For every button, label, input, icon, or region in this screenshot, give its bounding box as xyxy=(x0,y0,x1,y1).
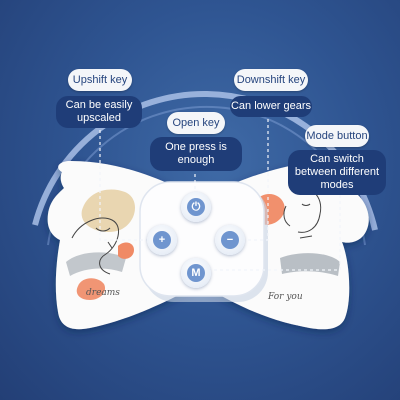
mode-icon: M xyxy=(187,264,205,282)
power-button[interactable]: ⏻ xyxy=(181,192,211,222)
orange-blob-left-2 xyxy=(118,242,134,259)
upshift-key-desc: Can be easily upscaled xyxy=(56,96,142,128)
pad-text-right: For you xyxy=(268,292,303,302)
pad-text-left: dreams xyxy=(86,288,120,298)
plus-icon: + xyxy=(153,231,171,249)
downshift-key-title: Downshift key xyxy=(234,69,308,91)
orange-blob-left xyxy=(76,278,106,300)
upshift-key-title: Upshift key xyxy=(68,69,132,91)
minus-icon: − xyxy=(221,231,239,249)
line-face-left xyxy=(71,217,120,275)
mode-button[interactable]: M xyxy=(181,258,211,288)
upshift-button[interactable]: + xyxy=(147,225,177,255)
open-key-desc: One press is enough xyxy=(150,137,242,171)
downshift-key-desc: Can lower gears xyxy=(230,96,312,117)
gray-blob-left xyxy=(66,252,126,276)
mode-button-title: Mode button xyxy=(305,125,369,147)
controller-body xyxy=(139,181,265,297)
open-key-title: Open key xyxy=(167,112,225,134)
downshift-button[interactable]: − xyxy=(215,225,245,255)
mode-button-desc: Can switch between different modes xyxy=(288,150,386,195)
power-icon: ⏻ xyxy=(187,198,205,216)
beige-blob-left xyxy=(81,189,136,232)
line-face-right xyxy=(283,188,322,239)
